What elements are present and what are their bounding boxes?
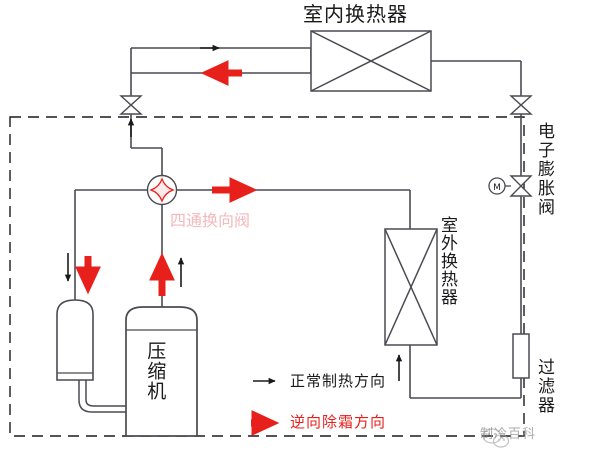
four-way-reversing-valve-label: 四通换向阀 <box>170 211 251 230</box>
electronic-expansion-valve-symbol: M <box>488 175 533 197</box>
filter-label: 过滤器 <box>534 358 555 415</box>
outdoor-heat-exchanger-symbol <box>384 228 438 346</box>
watermark-text: 制冷百科 <box>480 427 537 442</box>
accumulator-symbol <box>56 299 94 381</box>
service-valve-indoor-return <box>509 95 533 115</box>
compressor-symbol <box>125 306 198 437</box>
outdoor-unit-boundary <box>9 116 525 437</box>
legend-label-reverse-defrost: 逆向除霜方向 <box>290 413 387 431</box>
indoor-heat-exchanger-symbol <box>310 30 432 92</box>
eev-motor-label: M <box>493 183 501 193</box>
defrost-flow-arrows <box>75 60 258 296</box>
outdoor-heat-exchanger-label: 室外换热器 <box>437 216 458 306</box>
watermark: 制冷百科 <box>480 423 536 442</box>
pipe-network <box>74 47 522 399</box>
indoor-heat-exchanger-label: 室内换热器 <box>303 2 408 26</box>
accumulator-outlet-pipe <box>78 380 126 413</box>
legend-label-normal-heating: 正常制热方向 <box>290 372 387 390</box>
wechat-icon <box>482 428 510 448</box>
filter-drier-symbol <box>512 333 530 379</box>
four-way-reversing-valve-symbol <box>146 174 178 206</box>
compressor-label: 压缩机 <box>144 341 167 401</box>
normal-flow-arrows <box>64 44 403 381</box>
service-valve-indoor-supply <box>119 95 143 115</box>
electronic-expansion-valve-label: 电子膨胀阀 <box>534 122 555 217</box>
